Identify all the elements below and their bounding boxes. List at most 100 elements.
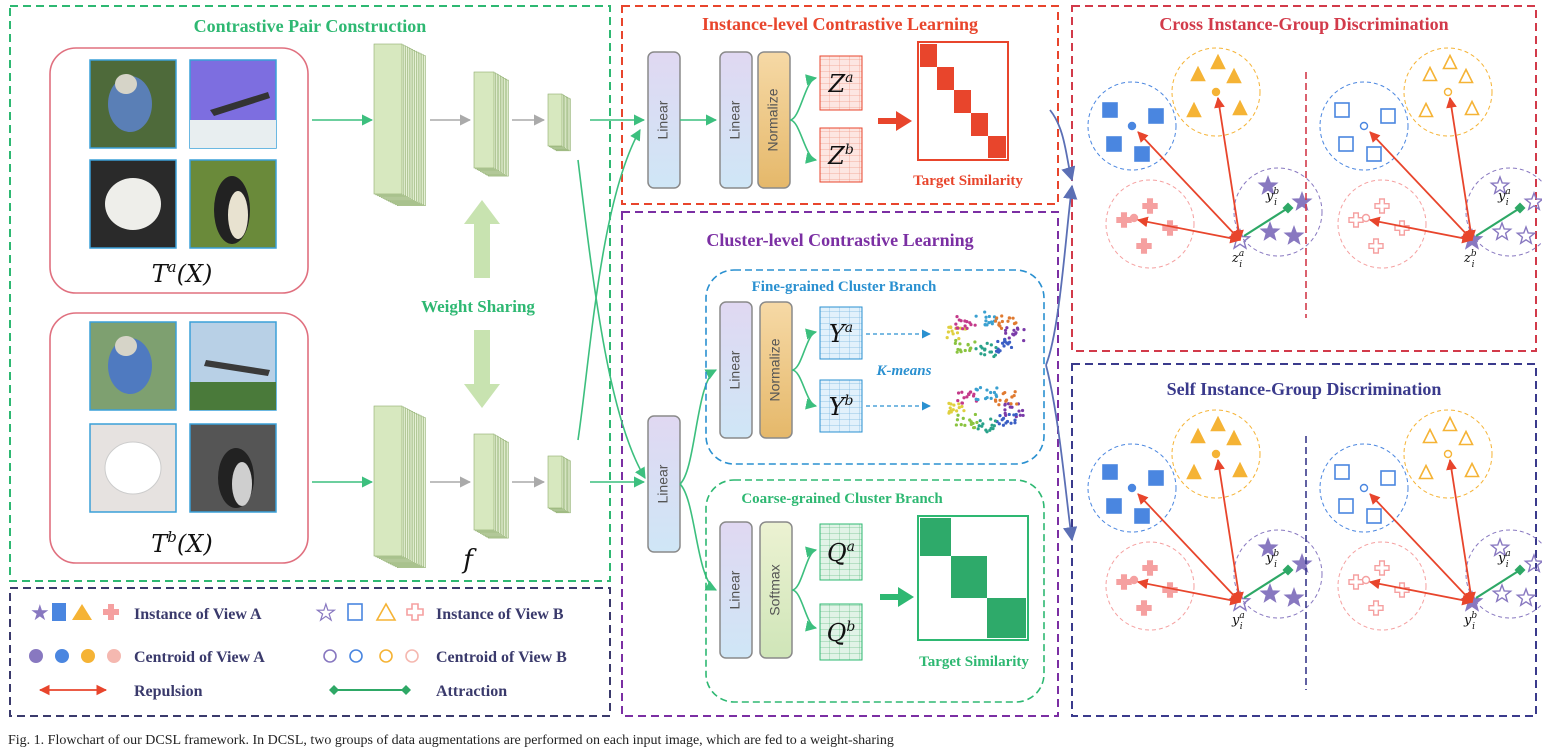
- view-b-group: [49, 312, 309, 564]
- view-a-images: [89, 59, 277, 249]
- coarse-linear-label: Linear: [727, 570, 743, 609]
- view-b-images: [89, 321, 277, 513]
- fine-to-cross-arrow: [1045, 184, 1078, 366]
- legend-repulsion: Repulsion: [134, 683, 203, 700]
- z-a-block: [819, 55, 863, 111]
- instance-linear-2: [719, 51, 753, 189]
- legend-centroid-a-blue: [55, 649, 69, 663]
- cluster-linear-label: Linear: [655, 464, 671, 503]
- coarse-linear: [719, 521, 753, 659]
- coarse-softmax-label: Softmax: [767, 564, 783, 615]
- plane-shape: [210, 92, 270, 116]
- q-b-label: Qb: [827, 619, 856, 647]
- legend-box: [9, 587, 611, 717]
- plane-b-shape: [204, 360, 270, 376]
- penguin-belly: [228, 191, 248, 239]
- fine-normalize-label: Normalize: [767, 338, 783, 401]
- encoder-connectors: [577, 114, 646, 488]
- weight-sharing-arrow: [464, 200, 500, 408]
- legend-cent-b: Centroid of View B: [436, 649, 567, 666]
- self-title: Self Instance-Group Discrimination: [1167, 379, 1442, 399]
- z-b-label: Zb: [827, 142, 854, 170]
- view-b-label: Tb(X): [151, 528, 212, 558]
- legend-centroid-b-pink: [405, 649, 419, 663]
- legend-inst-a: Instance of View A: [134, 606, 262, 623]
- view-a-label: Ta(X): [152, 258, 213, 288]
- svg-text:zai: zai: [1231, 249, 1244, 270]
- dog-b-shape: [104, 441, 162, 495]
- self-discrimination-box: [1071, 363, 1537, 717]
- svg-text:ybi: ybi: [1265, 549, 1279, 570]
- plane-ground: [190, 120, 276, 148]
- y-a-block: [819, 306, 863, 360]
- pair-construction-box: [9, 5, 611, 582]
- svg-text:yai: yai: [1497, 187, 1511, 208]
- legend-triangle-open-icon: [375, 602, 397, 621]
- instance-head: Linear Linear Normalize Za Zb Target Sim…: [647, 41, 1023, 189]
- svg-text:yai: yai: [1231, 611, 1245, 632]
- kmeans-label: K-means: [875, 363, 931, 379]
- fine-branch-box: [705, 269, 1045, 465]
- encoder-top: [373, 43, 571, 207]
- legend-square-open-icon: [347, 603, 363, 621]
- y-b-label: Yb: [829, 393, 854, 421]
- encoder-bottom: [373, 405, 571, 569]
- svg-text:yai: yai: [1497, 549, 1511, 570]
- legend-triangle-filled-icon: [72, 604, 92, 620]
- dog-shape: [105, 178, 161, 230]
- y-b-block: [819, 379, 863, 433]
- legend-attraction: Attraction: [436, 683, 507, 700]
- fine-to-self-arrow: [1045, 364, 1078, 542]
- plane-b-ground: [190, 382, 276, 410]
- y-a-label: Ya: [829, 320, 853, 348]
- legend-square-filled-icon: [52, 603, 66, 621]
- to-cross-arrow: [1049, 109, 1076, 182]
- coarse-branch-box: [705, 479, 1045, 703]
- instance-target-label: Target Similarity: [913, 173, 1023, 189]
- cluster-level-box: [621, 211, 1059, 717]
- instance-target-arrow: [878, 111, 912, 131]
- svg-text:zbi: zbi: [1463, 249, 1477, 270]
- legend: ★ Instance of View A ★ Instance of View …: [29, 599, 567, 700]
- fine-linear: [719, 301, 753, 439]
- tsne-view-a: [945, 310, 1026, 359]
- bird-b-head: [115, 336, 137, 356]
- instance-linear-2-label: Linear: [727, 100, 743, 139]
- legend-centroid-b-orange: [379, 649, 393, 663]
- fine-linear-label: Linear: [727, 350, 743, 389]
- svg-text:ybi: ybi: [1463, 611, 1477, 632]
- legend-centroid-a-orange: [81, 649, 95, 663]
- tsne-view-b: [947, 386, 1025, 434]
- legend-centroid-b-blue: [349, 649, 363, 663]
- cross-title: Cross Instance-Group Discrimination: [1159, 14, 1448, 34]
- view-a-group: [49, 47, 309, 294]
- legend-centroid-a-violet: [29, 649, 43, 663]
- cluster-head: Linear Fine-grained Cluster Branch Linea…: [647, 269, 1045, 703]
- legend-centroid-b-violet: [323, 649, 337, 663]
- legend-centroid-a-pink: [107, 649, 121, 663]
- instance-level-box: [621, 5, 1059, 205]
- bird-head: [115, 74, 137, 94]
- legend-inst-b: Instance of View B: [436, 606, 564, 623]
- pair-title: Contrastive Pair Construction: [194, 16, 427, 36]
- legend-cent-a: Centroid of View A: [134, 649, 265, 666]
- coarse-target-label: Target Similarity: [919, 654, 1029, 670]
- q-a-block: [819, 523, 863, 581]
- figure-caption: Fig. 1. Flowchart of our DCSL framework.…: [8, 733, 894, 748]
- instance-normalize-label: Normalize: [765, 88, 781, 151]
- instance-title: Instance-level Contrastive Learning: [702, 14, 978, 34]
- encoder-label: f: [461, 545, 477, 575]
- legend-cross-open-icon: [406, 603, 424, 621]
- z-a-label: Za: [827, 70, 853, 98]
- penguin-b-belly: [232, 462, 252, 506]
- q-b-block: [819, 603, 863, 661]
- cross-discrimination-box: [1071, 5, 1537, 352]
- coarse-target-arrow: [880, 587, 914, 607]
- coarse-branch-label: Coarse-grained Cluster Branch: [741, 491, 943, 507]
- instance-linear-1-label: Linear: [655, 100, 671, 139]
- legend-star-open-icon: ★: [316, 600, 336, 625]
- legend-cross-filled-icon: [103, 604, 119, 620]
